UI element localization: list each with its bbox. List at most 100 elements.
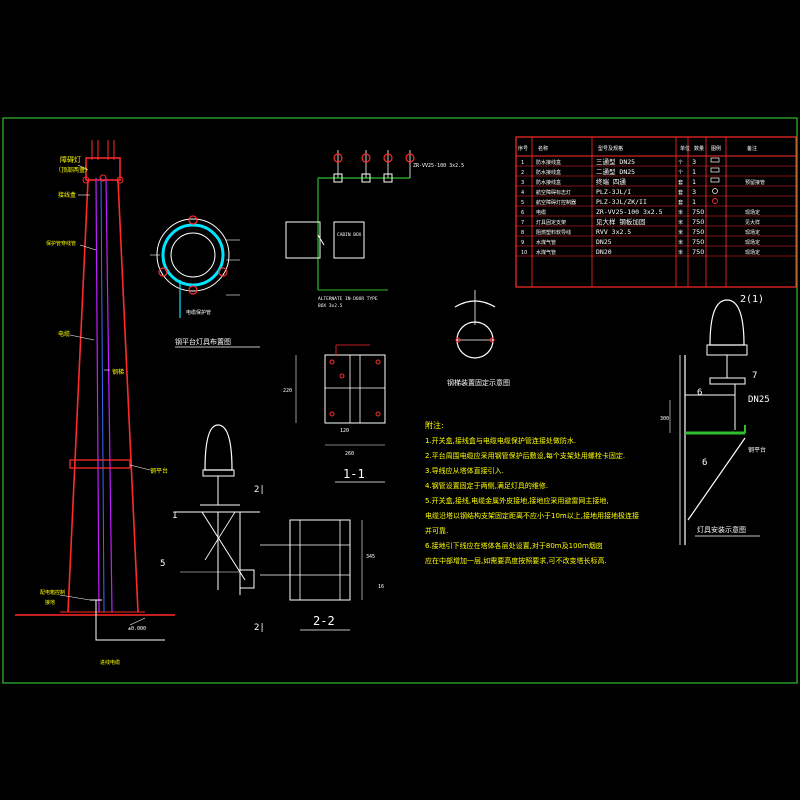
table-cell: 水煤气管: [536, 239, 556, 246]
section-2-2-mark-d: 2|: [254, 623, 265, 633]
table-cell: 三通型 DN25: [596, 157, 635, 166]
table-cell: 3: [692, 188, 696, 196]
table-cell: 套: [678, 189, 683, 196]
table-cell: 电缆: [536, 209, 546, 216]
mount-detail: [454, 290, 496, 359]
table-cell: 航空障碍标志灯: [536, 189, 571, 196]
table-cell: RVV 3x2.5: [596, 228, 631, 236]
table-cell: 预留接管: [745, 179, 765, 186]
table-cell: 1: [692, 178, 696, 186]
table-cell: 7: [521, 220, 524, 226]
table-cell: 750: [692, 218, 704, 226]
lamp-install-detail: [669, 299, 748, 545]
lamp-install-caption: 灯具安装示意图: [697, 525, 746, 534]
table-cell: DN20: [596, 248, 612, 256]
chimney-label-platform: 钢平台: [150, 467, 168, 475]
mount-detail-caption: 钢梯装置固定示意图: [447, 378, 510, 387]
table-cell: 750: [692, 238, 704, 246]
notes-item-3: 3.导线应从塔体直接引入.: [425, 466, 504, 475]
table-cell: 3: [692, 158, 696, 166]
lamp-install-label-plat: 钢平台: [748, 446, 766, 454]
notes-item-2: 2.平台周围电缆应采用钢管保护后敷设,每个支架处用螺栓卡固定.: [425, 451, 625, 460]
table-cell: 套: [678, 199, 683, 206]
table-cell: 个: [678, 170, 683, 176]
materials-table: [515, 136, 797, 288]
notes-item-9: 应在中部增加一层,如需要高度按照要求,可不改变塔长标高.: [425, 556, 607, 565]
lamp-install-label-7: 7: [752, 371, 757, 381]
section-2-2-mark-a: 2|: [254, 485, 265, 495]
table-cell: 米: [678, 219, 683, 226]
chimney-label-ground: 接地: [45, 599, 55, 606]
notes-item-7: 并可靠.: [425, 526, 448, 535]
table-cell: 米: [678, 229, 683, 236]
table-cell: 米: [678, 209, 683, 216]
chimney-label-cable: 电缆: [58, 330, 70, 338]
notes-block: 附注: 1.开关盒,接线盒与电缆电缆保护管连接处做防水. 2.平台周围电缆应采用…: [425, 420, 639, 565]
table-cell: 1: [521, 160, 524, 166]
table-cell: PLZ-3JL/I: [596, 188, 631, 196]
section-2-2-title: 2-2: [313, 614, 335, 628]
section-2-2-mark-b: 1: [172, 511, 177, 521]
chimney-label-lamp2: （顶部两盏）: [55, 166, 91, 174]
section-1-1-dim-w: 120: [340, 428, 349, 434]
table-cell: 见大样: [745, 219, 760, 226]
table-cell: 3: [521, 180, 524, 186]
table-cell: 现场定: [745, 229, 760, 236]
section-1-1-dim-h: 220: [283, 388, 292, 394]
table-cell: 防水接线盒: [536, 169, 561, 176]
drawing-frame: [2, 117, 798, 684]
table-cell: 终端 四通: [596, 177, 626, 186]
table-header-cell: 数量: [694, 145, 704, 152]
table-cell: 1: [692, 198, 696, 206]
chimney-label-conduit: 保护管穿线管: [46, 240, 76, 247]
table-cell: 二通型 DN25: [596, 167, 635, 176]
table-cell: 750: [692, 228, 704, 236]
section-2-2-dim-a: 345: [366, 554, 375, 560]
table-cell: 防水接线盒: [536, 159, 561, 166]
table-cell: PLZ-3JL/ZK/II: [596, 198, 647, 206]
table-header-cell: 单位: [680, 145, 690, 152]
notes-heading: 附注:: [425, 420, 444, 430]
table-cell: 2: [521, 170, 524, 176]
notes-item-4: 4.钢管设置固定于两侧,满足灯具的维修.: [425, 481, 548, 490]
table-header-cell: 型号及规格: [598, 145, 623, 152]
platform-plan: [150, 215, 240, 318]
table-cell: 10: [521, 250, 527, 256]
table-header-cell: 备注: [747, 145, 757, 152]
wiring-bottom-sub: BOX 3x2.5: [318, 303, 343, 309]
table-cell: 9: [521, 240, 524, 246]
table-cell: 套: [678, 179, 683, 186]
table-cell: 5: [521, 200, 524, 206]
table-cell: 阻燃塑料软导线: [536, 229, 571, 236]
table-cell: 现场定: [745, 249, 760, 256]
table-header-cell: 图例: [711, 145, 721, 152]
table-cell: ZR-VV25-100 3x2.5: [596, 208, 663, 216]
section-1-1-dim-w2: 260: [345, 451, 354, 457]
platform-plan-caption: 钢平台灯具布置图: [175, 337, 231, 346]
lamp-install-label-dn: DN25: [748, 395, 770, 405]
notes-item-6: 电缆沿塔以钢结构支架固定距离不应小于10m以上,接地用接地极连接: [425, 511, 639, 520]
section-2-2-mark-c: 5: [160, 559, 165, 569]
table-cell: 水煤气管: [536, 249, 556, 256]
lamp-install-label-6b: 6: [702, 458, 707, 468]
table-cell: 8: [521, 230, 524, 236]
lamp-install-dim: 300: [660, 416, 669, 422]
table-cell: 米: [678, 239, 683, 246]
table-cell: 750: [692, 248, 704, 256]
table-cell: 个: [678, 160, 683, 166]
table-header-cell: 序号: [518, 145, 528, 152]
wiring-bottom-label: ALTERNATE IN-DOOR TYPE: [318, 296, 378, 302]
table-cell: 灯具固定支架: [536, 219, 566, 226]
table-cell: 防水接线盒: [536, 179, 561, 186]
table-cell: 现场定: [745, 209, 760, 216]
wiring-diagram: [285, 150, 415, 291]
chimney-label-lamp: 障碍灯: [60, 155, 81, 164]
section-1-1: [295, 344, 386, 446]
table-cell: 现场定: [745, 239, 760, 246]
section-2-2-dim-b: 16: [378, 584, 384, 590]
chimney-label-junction: 接线盒: [58, 191, 76, 199]
wiring-box-label: CABIN BOX: [337, 232, 362, 238]
